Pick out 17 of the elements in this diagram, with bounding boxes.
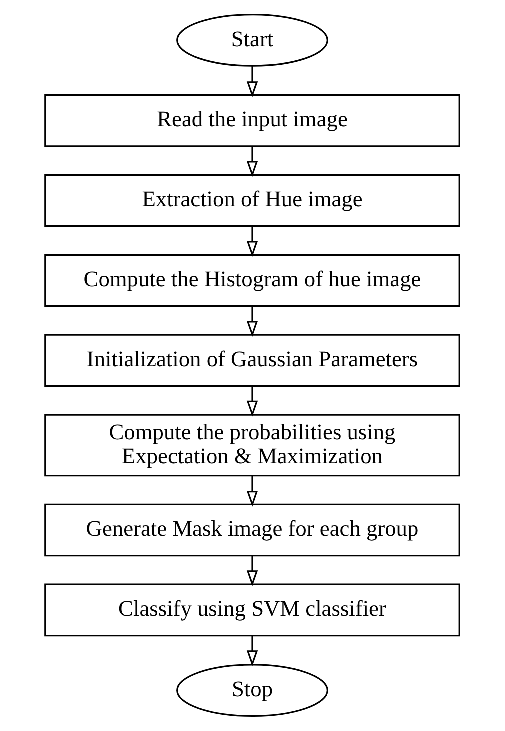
arrow [246,66,258,98]
arrow [246,476,258,507]
arrow [246,226,258,258]
arrow [246,636,258,667]
arrow [246,556,258,587]
node-box: Read the input image [44,94,460,148]
node-box: Classify using SVM classifier [44,584,460,637]
node-box: Compute the Histogram of hue image [44,254,460,308]
node-box: Generate Mask image for each group [44,504,460,557]
node-box: Compute the probabilities using Expectation & Maximization [44,414,460,477]
node-ellipse: Stop [176,664,328,717]
node-box: Initialization of Gaussian Parameters [44,334,460,388]
arrow [246,146,258,178]
node-ellipse: Start [176,14,328,67]
arrow [246,386,258,417]
arrow [246,306,258,338]
node-box: Extraction of Hue image [44,174,460,228]
